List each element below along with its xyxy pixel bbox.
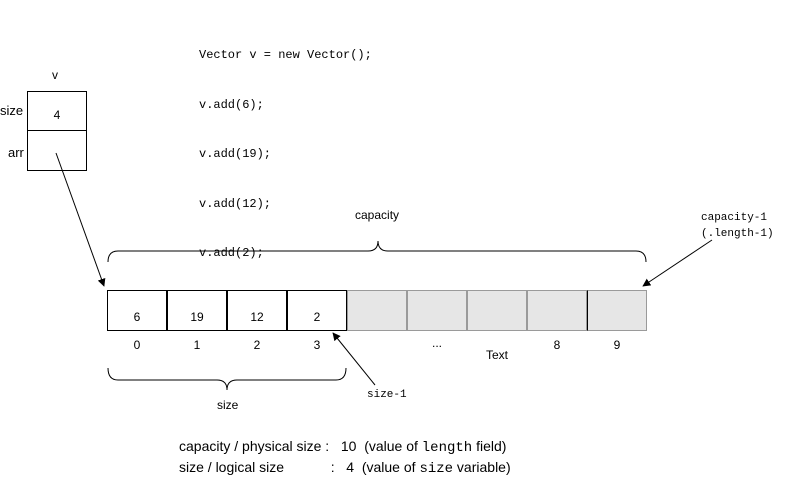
length-minus-1-label: (.length-1): [701, 228, 774, 240]
capacity-brace: [107, 240, 647, 263]
capacity-minus-1-label: capacity-1: [701, 212, 768, 224]
size-field-label: size: [0, 103, 24, 118]
array-index: 2: [253, 338, 261, 352]
size-brace-label: size: [217, 398, 239, 412]
arr-field-box: [27, 130, 87, 171]
array-index: 0: [133, 338, 141, 352]
size-field-value: 4: [53, 108, 61, 122]
array-cell: 19: [167, 290, 227, 331]
capacity-label: capacity: [355, 208, 400, 222]
array-cell-empty: [587, 290, 647, 331]
footer-size-code: size: [419, 461, 454, 477]
footer-capacity-prefix: capacity / physical size : 10 (value of: [179, 438, 422, 454]
array-index: 9: [613, 338, 621, 352]
size-brace: [107, 367, 347, 391]
code-line: v.add(2);: [199, 246, 264, 260]
array-index: 3: [313, 338, 321, 352]
array-cell-empty: [347, 290, 407, 331]
vector-name: v: [52, 68, 58, 82]
array-cell: 2: [287, 290, 347, 331]
code-line: v.add(19);: [199, 147, 272, 161]
footer-capacity-line: capacity / physical size : 10 (value of …: [179, 438, 506, 456]
array-cell-empty: [527, 290, 587, 331]
arr-pointer-arrow: [55, 152, 106, 287]
capacity-minus-1-arrow: [642, 239, 713, 287]
array-cell: 6: [107, 290, 167, 331]
footer-capacity-suffix: field): [472, 438, 507, 454]
size-minus-1-arrow: [332, 332, 376, 386]
code-line: Vector v = new Vector();: [199, 48, 372, 62]
code-line: v.add(6);: [199, 97, 264, 112]
footer-size-suffix: variable): [453, 459, 511, 475]
footer-length-code: length: [421, 440, 473, 456]
array-index-ellipsis: ...: [431, 336, 442, 350]
array-index: 8: [553, 338, 561, 352]
array-index: 1: [193, 338, 201, 352]
size-minus-1-label: size-1: [367, 389, 407, 401]
code-line: v.add(12);: [199, 196, 272, 211]
footer-size-prefix: size / logical size : 4 (value of: [179, 459, 420, 475]
stray-text-label: Text: [486, 348, 509, 362]
arr-field-label: arr: [8, 145, 24, 160]
array-cell-empty: [467, 290, 527, 331]
array-cell-empty: [407, 290, 467, 331]
code-snippet: Vector v = new Vector(); v.add(6); v.add…: [199, 14, 372, 278]
array-cell: 12: [227, 290, 287, 331]
footer-size-line: size / logical size : 4 (value of size v…: [179, 459, 511, 477]
